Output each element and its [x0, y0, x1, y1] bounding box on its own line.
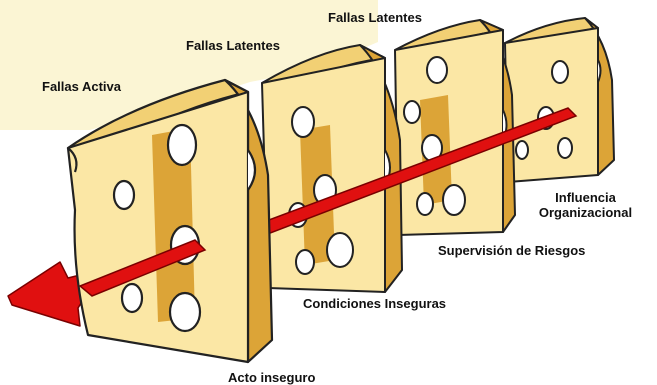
label-influencia-line1: Influencia — [533, 190, 638, 205]
label-condiciones-inseguras: Condiciones Inseguras — [303, 296, 446, 311]
label-supervision-riesgos: Supervisión de Riesgos — [438, 243, 585, 258]
label-acto-inseguro: Acto inseguro — [228, 370, 315, 385]
cheese-slice-2 — [262, 45, 402, 292]
cheese-slice-3 — [395, 20, 515, 235]
label-fallas-activa: Fallas Activa — [42, 79, 121, 94]
label-fallas-latentes-2: Fallas Latentes — [328, 10, 422, 25]
label-fallas-latentes-1: Fallas Latentes — [186, 38, 280, 53]
label-influencia-organizacional: Influencia Organizacional — [533, 190, 638, 220]
label-influencia-line2: Organizacional — [533, 205, 638, 220]
cheese-slice-4 — [505, 18, 614, 182]
